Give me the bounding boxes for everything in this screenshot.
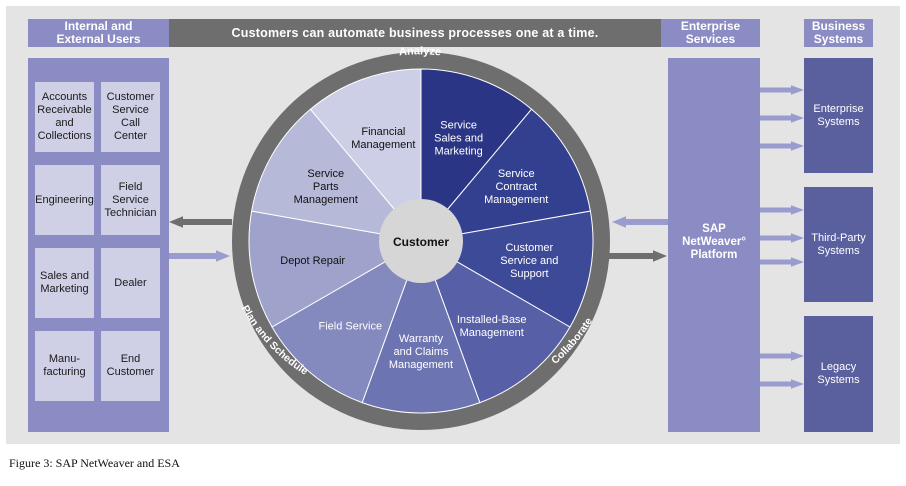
user-label-line: End <box>120 353 141 365</box>
wheel-segment <box>420 239 571 404</box>
user-label-line: Collections <box>37 130 92 142</box>
arrow-head <box>791 257 804 267</box>
arrow-head <box>791 233 804 243</box>
arrow-shaft <box>760 235 791 241</box>
user-label-line: and <box>55 117 74 129</box>
wheel-center <box>379 199 463 283</box>
figure-caption: Figure 3: SAP NetWeaver and ESA <box>9 456 180 470</box>
wheel-segment <box>248 210 423 328</box>
user-label-line: Engineering <box>35 193 94 206</box>
ring-label-analyze: Analyze <box>398 45 441 58</box>
arrow-shaft <box>760 381 791 387</box>
user-label-line: Dealer <box>114 276 147 289</box>
arrow-head <box>791 205 804 215</box>
arrow-shaft <box>760 87 791 93</box>
arrow-shaft <box>760 115 791 121</box>
user-label-line: Accounts <box>41 91 88 103</box>
user-label-line: Center <box>113 130 148 142</box>
arrow-head <box>216 250 230 262</box>
user-cell: Dealer <box>101 248 160 318</box>
arrow-shaft <box>760 207 791 213</box>
arrow-head <box>791 113 804 123</box>
arrow-shaft <box>760 259 791 265</box>
arrow-shaft <box>183 219 232 225</box>
user-label-line: Sales and <box>40 270 89 282</box>
user-label-line: Call <box>121 117 140 129</box>
arrow-head <box>653 250 667 262</box>
wheel-segment <box>309 68 422 243</box>
user-label-line: Receivable <box>37 104 92 116</box>
wheel-segment <box>361 239 481 414</box>
segment-label: Field Service <box>319 320 383 332</box>
arrow-shaft <box>606 253 653 259</box>
user-label-line: Service <box>112 193 149 206</box>
wheel-segment <box>251 108 423 242</box>
user-label-line: Marketing <box>40 283 89 295</box>
user-label-line: Manu- <box>48 353 81 365</box>
arrow-head <box>612 216 626 228</box>
user-label-line: facturing <box>43 366 86 378</box>
user-label-line: Customer <box>106 366 155 378</box>
arrow-shaft <box>760 353 791 359</box>
header-banner: Customers can automate business processe… <box>169 19 661 47</box>
arrow-head <box>791 379 804 389</box>
arrow-head <box>791 141 804 151</box>
wheel-segment <box>420 68 533 243</box>
wheel-segment <box>419 108 591 242</box>
user-label-line: Service <box>112 104 149 116</box>
user-label-line: Technician <box>104 206 157 219</box>
arrow-head <box>791 85 804 95</box>
arrow-shaft <box>760 143 791 149</box>
arrow-shaft <box>169 253 216 259</box>
arrow-head <box>169 216 183 228</box>
wheel-segment <box>271 239 422 404</box>
segment-label: Depot Repair <box>280 255 345 267</box>
user-label-line: Field <box>118 180 143 193</box>
user-label-line: Customer <box>106 91 155 103</box>
wheel-segment <box>419 210 594 328</box>
center-label: Customer <box>393 235 449 249</box>
user-cell: Manu-facturing <box>35 331 94 401</box>
arrow-shaft <box>626 219 668 225</box>
user-cell: Engineering <box>35 165 94 235</box>
arrow-head <box>791 351 804 361</box>
